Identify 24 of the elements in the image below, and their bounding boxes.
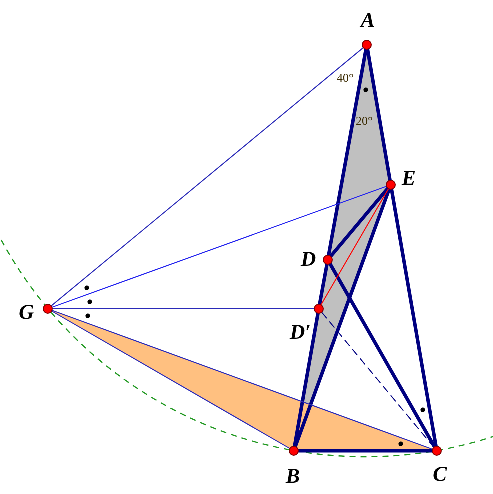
line-segment [327, 48, 368, 257]
line-segment [390, 188, 438, 448]
line-segment [293, 312, 320, 448]
line-segment [297, 449, 434, 453]
line-segment [52, 308, 314, 310]
point-label: G [19, 302, 34, 323]
point-label: B [286, 466, 300, 487]
line-segment [366, 48, 392, 182]
line-segment [329, 187, 390, 258]
line-segment [52, 311, 290, 449]
angle-label: 20° [356, 115, 373, 127]
line-segment [51, 48, 364, 306]
point-label: D [301, 249, 316, 270]
angle-label: 40° [337, 72, 354, 84]
line-segment [321, 188, 389, 306]
point-label: E [402, 168, 416, 189]
point-label: A [361, 10, 376, 31]
line-segment [328, 262, 436, 448]
point-label: D′ [290, 322, 312, 343]
line-segment [322, 312, 434, 448]
point-label: C [433, 464, 448, 485]
line-segment [318, 263, 329, 306]
line-segment [52, 186, 387, 308]
line-segment [294, 188, 392, 448]
